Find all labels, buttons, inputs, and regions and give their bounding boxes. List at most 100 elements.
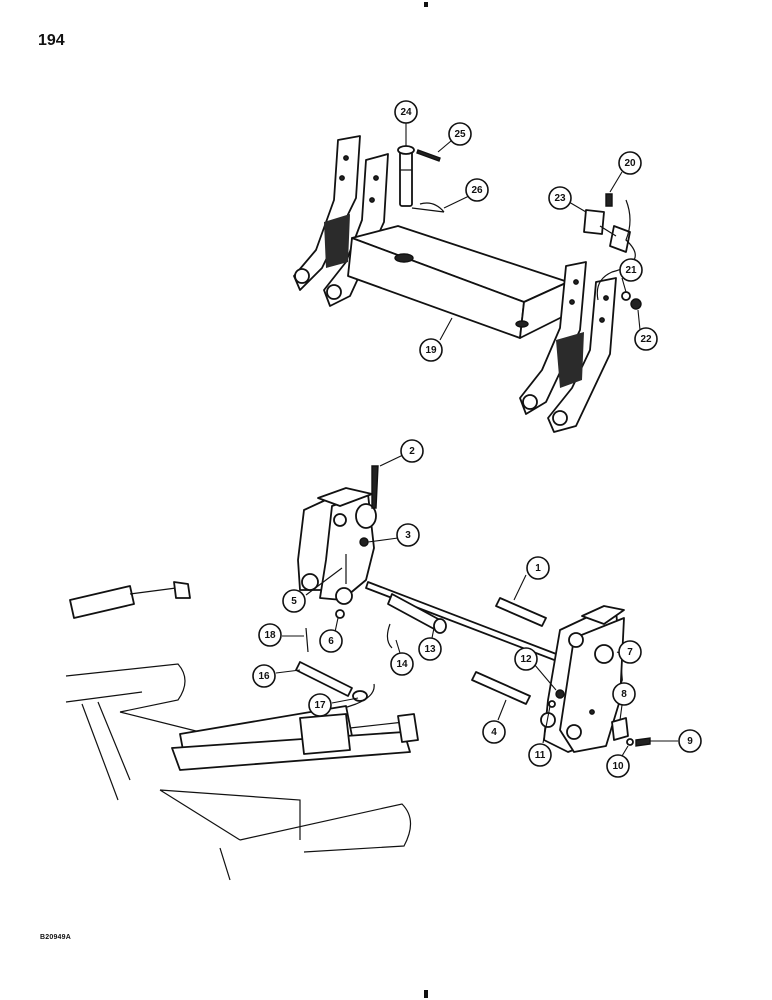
callout-label: 5 <box>291 596 297 607</box>
callout-23: 23 <box>548 186 572 210</box>
spring-pin-25 <box>416 149 441 162</box>
callout-circle <box>618 151 642 175</box>
callout-9: 9 <box>678 729 702 753</box>
callout-21: 21 <box>619 258 643 282</box>
spring-pin-18 <box>305 627 309 653</box>
callout-18: 18 <box>258 623 282 647</box>
callout-label: 25 <box>454 129 466 140</box>
callout-circle <box>618 640 642 664</box>
callout-circle <box>394 100 418 124</box>
plate-hole <box>569 299 575 305</box>
callout-label: 8 <box>621 689 627 700</box>
callout-label: 19 <box>425 345 437 356</box>
callout-17: 17 <box>308 693 332 717</box>
callout-25: 25 <box>448 122 472 146</box>
pin-16 <box>295 661 353 697</box>
callout-label: 10 <box>612 761 624 772</box>
lynch-pin-26 <box>411 202 445 213</box>
callout-circle <box>252 664 276 688</box>
bolt-20 <box>605 193 613 207</box>
callout-label: 26 <box>471 185 483 196</box>
callout-label: 11 <box>535 750 546 761</box>
callout-circle <box>282 589 306 613</box>
washer-10 <box>626 738 634 746</box>
callout-label: 2 <box>409 446 415 457</box>
washer-17 <box>352 690 368 702</box>
frame-boss-2 <box>326 284 342 300</box>
callout-label: 1 <box>535 563 541 574</box>
nut-22 <box>630 298 642 310</box>
pin-1 <box>495 597 547 627</box>
callout-14: 14 <box>390 652 414 676</box>
frame-left-rear-plate <box>293 135 361 291</box>
callout-circle <box>526 556 550 580</box>
pin-4 <box>471 671 531 705</box>
coupler-right-boss-2 <box>568 632 584 648</box>
rod-17 <box>249 683 375 741</box>
callout-26: 26 <box>465 178 489 202</box>
callout-circle <box>678 729 702 753</box>
nut-12 <box>555 689 565 699</box>
callout-circle <box>308 693 332 717</box>
plate-hole <box>599 317 605 323</box>
callout-13: 13 <box>418 637 442 661</box>
callout-label: 18 <box>264 630 276 641</box>
washer-11 <box>548 700 556 708</box>
shaft-13-end <box>433 618 447 634</box>
callout-12: 12 <box>514 647 538 671</box>
callout-5: 5 <box>282 589 306 613</box>
clip-14 <box>386 623 393 649</box>
pin-24 <box>397 145 415 207</box>
tube-hole-right <box>515 320 529 328</box>
callout-circle <box>448 122 472 146</box>
callout-label: 16 <box>258 671 270 682</box>
callout-24: 24 <box>394 100 418 124</box>
registration-mark-top <box>424 2 428 7</box>
callout-3: 3 <box>396 523 420 547</box>
callout-label: 20 <box>624 158 636 169</box>
bolt-2 <box>371 465 379 509</box>
callout-11: 11 <box>528 743 552 767</box>
callout-circle <box>528 743 552 767</box>
callout-circle <box>258 623 282 647</box>
callout-label: 21 <box>625 265 637 276</box>
coupler-right-hole <box>589 709 595 715</box>
plate-hole <box>603 295 609 301</box>
callout-circle <box>619 258 643 282</box>
page-number: 194 <box>38 32 65 49</box>
frame-right-rear-plate <box>519 261 587 415</box>
callout-label: 24 <box>400 107 412 118</box>
coupler-left-boss-mid <box>333 513 347 527</box>
callout-bubbles: 1234567891011121314161718192021222324252… <box>252 100 702 778</box>
frame-boss-4 <box>552 410 568 426</box>
coupler-right-boss-lower <box>540 712 556 728</box>
coupler-right-boss-lower-2 <box>566 724 582 740</box>
callout-circle <box>514 647 538 671</box>
plate-hole <box>343 155 349 161</box>
tube-hole-top <box>394 253 414 263</box>
callout-label: 4 <box>491 727 497 738</box>
callout-10: 10 <box>606 754 630 778</box>
frame-boss-1 <box>294 268 310 284</box>
callout-circle <box>419 338 443 362</box>
plate-hole <box>339 175 345 181</box>
washer-21 <box>621 291 631 301</box>
coupler-left-boss-lower <box>301 573 319 591</box>
frame-boss-3 <box>522 394 538 410</box>
frame-left-shadow <box>324 214 350 268</box>
callout-6: 6 <box>319 629 343 653</box>
callout-label: 12 <box>520 654 532 665</box>
callout-circle <box>319 629 343 653</box>
quick-attach-frame-assembly <box>293 135 617 433</box>
callout-16: 16 <box>252 664 276 688</box>
callout-label: 7 <box>627 647 633 658</box>
callout-circle <box>400 439 424 463</box>
nut-6 <box>335 609 345 619</box>
coupler-right-top <box>581 605 625 625</box>
nut-3 <box>359 537 369 547</box>
plate-hole <box>369 197 375 203</box>
callout-leaders <box>275 122 678 757</box>
frame-right-shadow <box>556 332 584 388</box>
